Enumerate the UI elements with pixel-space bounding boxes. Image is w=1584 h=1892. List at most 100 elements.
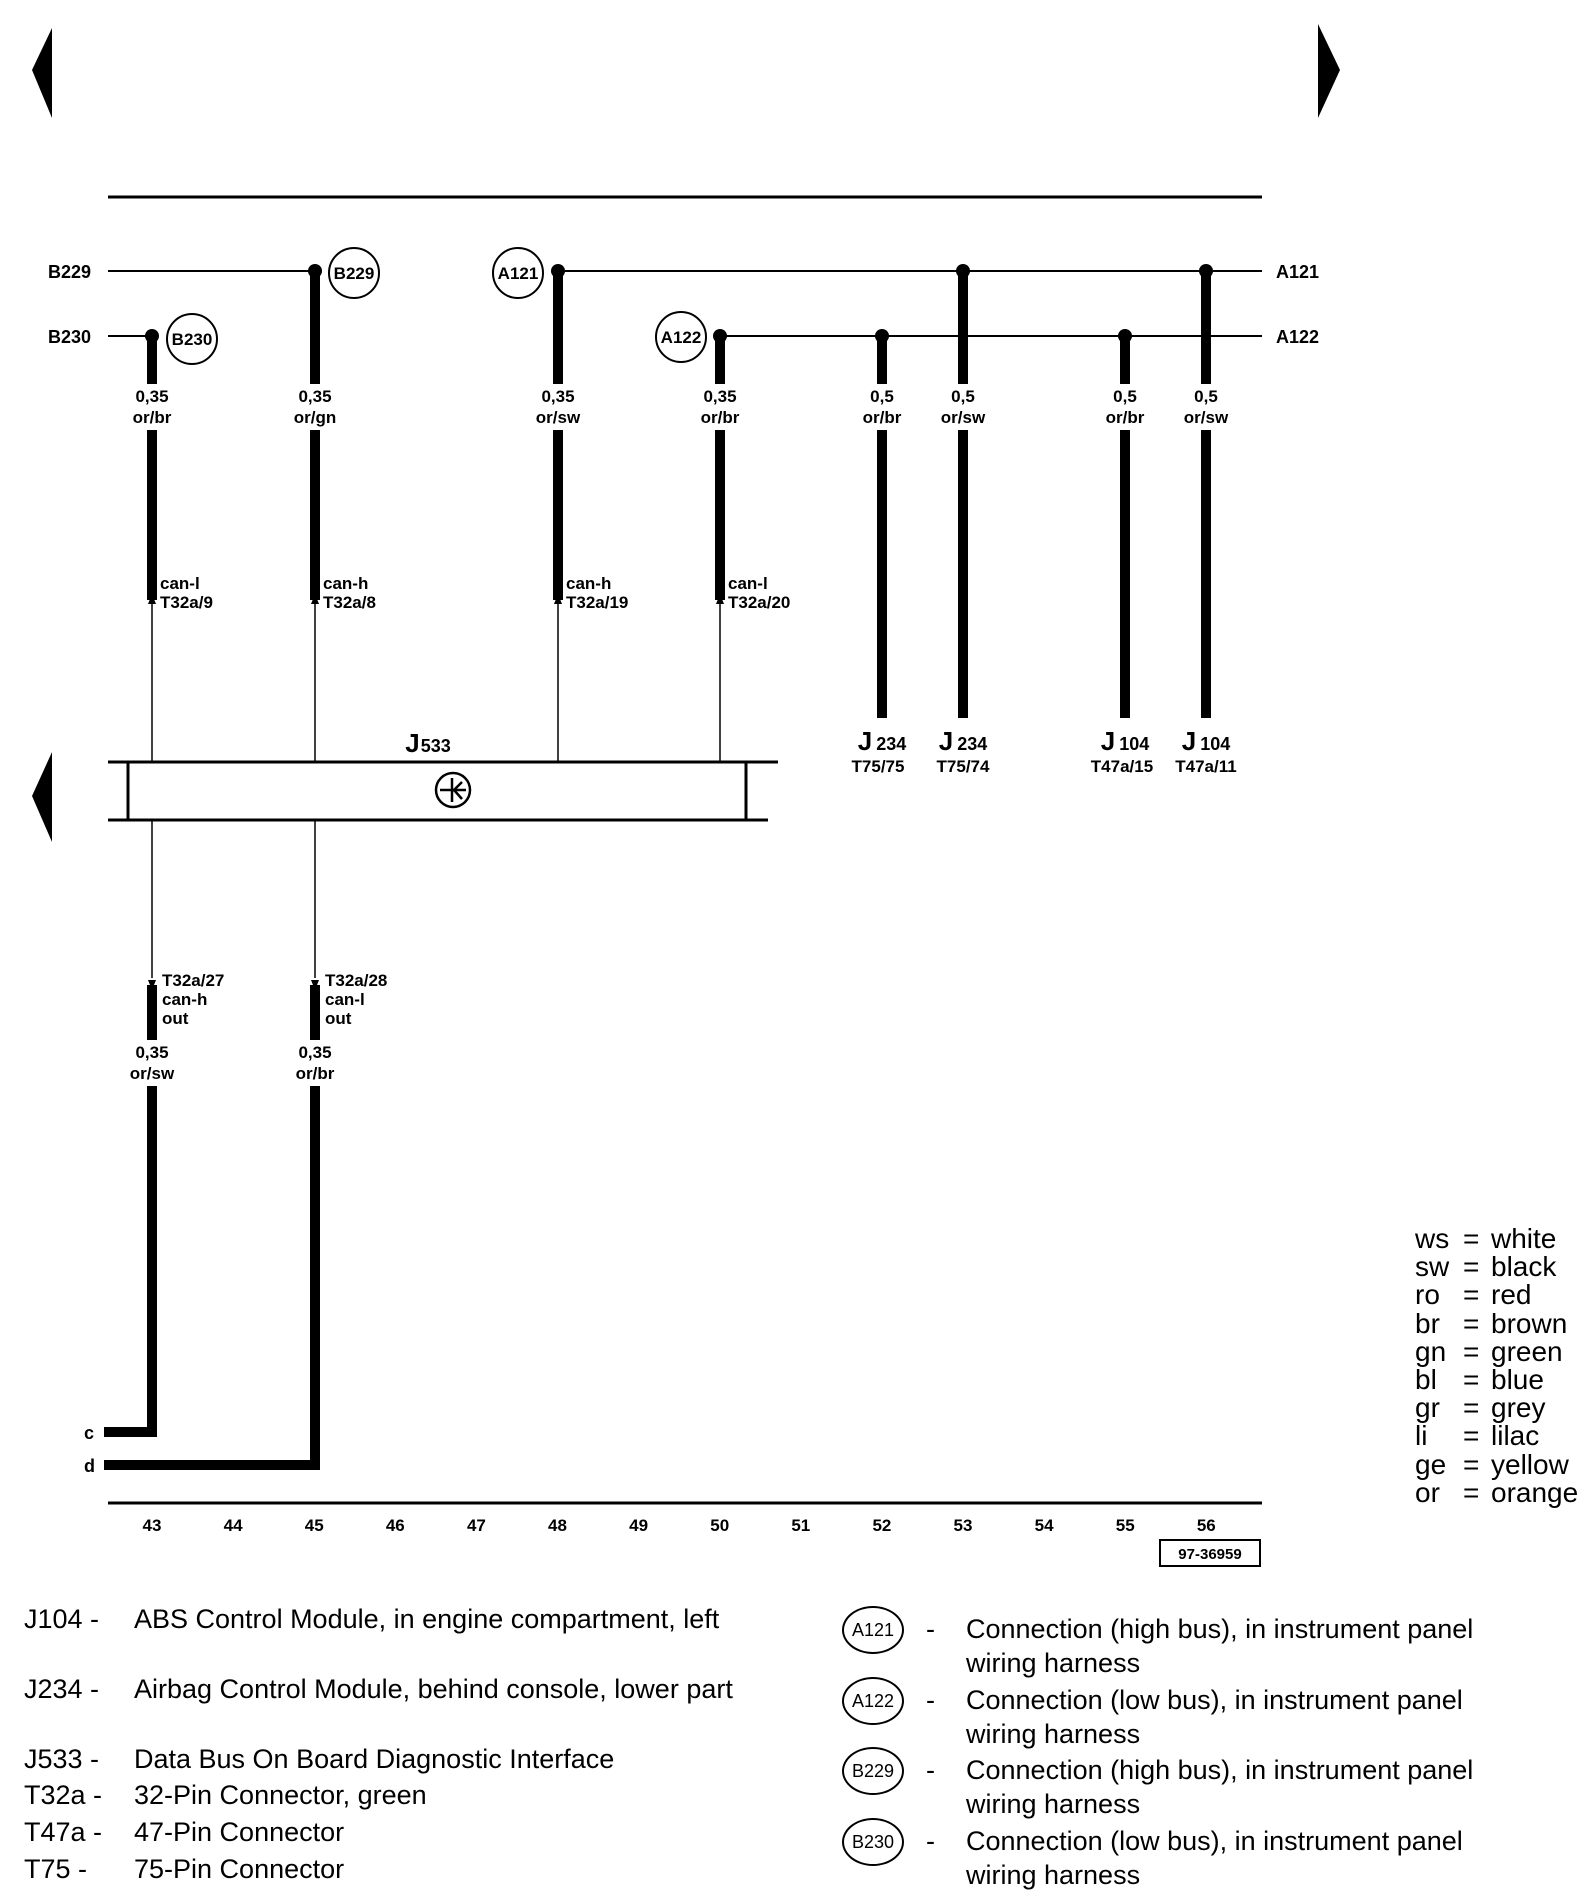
svg-text:J104: J104 (1101, 726, 1150, 756)
connection-legend-circle: A121 (842, 1606, 904, 1654)
svg-text:B229: B229 (334, 264, 375, 283)
grid-number: 53 (954, 1516, 973, 1535)
grid-number: 49 (629, 1516, 648, 1535)
color-legend-name: yellow (1491, 1448, 1569, 1480)
svg-text:or/br: or/br (863, 408, 902, 427)
component-legend-desc: 75-Pin Connector (134, 1854, 345, 1884)
svg-text:0,35: 0,35 (298, 387, 331, 406)
color-legend-eq: = (1463, 1279, 1480, 1311)
color-legend-name: orange (1491, 1476, 1579, 1508)
component-legend-id: J533 - (24, 1744, 100, 1774)
color-legend-row: ws=white (1415, 1225, 1556, 1253)
grid-number: 55 (1116, 1516, 1135, 1535)
arrow-up-icon (148, 594, 156, 604)
color-legend-code: br (1415, 1307, 1440, 1339)
color-legend-name: blue (1491, 1364, 1544, 1395)
color-legend-code: ge (1415, 1448, 1447, 1480)
component-legend-id: T47a - (24, 1817, 103, 1847)
color-legend-code: li (1415, 1420, 1428, 1452)
prev-page-arrow-icon[interactable] (32, 28, 52, 118)
module-j533: J533 (108, 728, 778, 822)
color-legend-eq: = (1463, 1420, 1480, 1452)
wire-label-55: 0,5 or/br (1097, 384, 1153, 430)
color-legend-code: or (1415, 1476, 1440, 1508)
connection-legend-dash: - (926, 1684, 935, 1715)
next-page-arrow-icon[interactable] (1318, 24, 1340, 118)
connector-a122: A122 (655, 311, 707, 363)
svg-text:J234: J234 (858, 726, 907, 756)
connection-legend-circle: B229 (842, 1747, 904, 1795)
wire-label-43: 0,35 or/br (124, 384, 180, 430)
color-legend-code: sw (1415, 1251, 1450, 1283)
svg-text:or/gn: or/gn (294, 408, 337, 427)
color-legend-row: gr=grey (1415, 1394, 1545, 1422)
component-legend-id: T75 - (24, 1854, 88, 1884)
svg-text:0,5: 0,5 (1194, 387, 1218, 406)
color-legend-name: grey (1491, 1392, 1546, 1424)
grid-number: 50 (710, 1516, 729, 1535)
color-legend-code: gr (1415, 1392, 1440, 1424)
color-legend-row: sw=black (1415, 1253, 1556, 1281)
arrow-up-icon (311, 594, 319, 604)
svg-text:B230: B230 (172, 330, 213, 349)
grid-number: 48 (548, 1516, 567, 1535)
svg-text:0,35: 0,35 (135, 387, 168, 406)
color-legend-row: li=lilac (1415, 1422, 1539, 1450)
svg-text:T32a/8: T32a/8 (323, 593, 376, 612)
svg-text:0,35: 0,35 (703, 387, 736, 406)
wire-label-45: 0,35 or/gn (287, 384, 343, 430)
svg-text:J104: J104 (1182, 726, 1231, 756)
svg-text:A122: A122 (661, 328, 702, 347)
junction-dot (1118, 329, 1132, 343)
svg-text:or/br: or/br (701, 408, 740, 427)
out-pin-label-43: T32a/27 can-h out (158, 970, 238, 1030)
color-legend-code: ro (1415, 1279, 1440, 1311)
connection-legend-desc: Connection (low bus), in instrument pane… (966, 1684, 1463, 1749)
arrow-up-icon (716, 594, 724, 604)
svg-text:J234: J234 (939, 726, 988, 756)
connection-legend-dash: - (926, 1755, 935, 1785)
connector-a121: A121 (492, 247, 544, 299)
grid-number: 54 (1035, 1516, 1054, 1535)
connection-legend-dash: - (926, 1825, 935, 1856)
svg-text:97-36959: 97-36959 (1178, 1546, 1241, 1563)
color-legend-name: red (1491, 1279, 1532, 1311)
color-legend-eq: = (1463, 1335, 1480, 1367)
svg-text:0,5: 0,5 (951, 387, 975, 406)
color-legend-eq: = (1463, 1251, 1480, 1283)
svg-text:or/sw: or/sw (1184, 408, 1229, 427)
component-legend-id: J234 - (24, 1674, 100, 1704)
junction-dot (1199, 264, 1213, 278)
svg-text:T47a/11: T47a/11 (1175, 757, 1236, 776)
out-wire-label-45: 0,35 or/br (287, 1040, 343, 1086)
grid-number: 51 (791, 1516, 810, 1535)
color-legend-name: white (1491, 1223, 1557, 1254)
component-legend-desc: 47-Pin Connector (134, 1817, 345, 1847)
junction-dot (956, 264, 970, 278)
out-pin-label-45: T32a/28 can-l out (321, 970, 401, 1030)
svg-text:out: out (162, 1009, 189, 1028)
pin-label-50: can-l T32a/20 (728, 574, 790, 612)
color-legend-code: ws (1415, 1223, 1450, 1254)
svg-text:or/br: or/br (1106, 408, 1145, 427)
figure-reference: 97-36959 (1159, 1539, 1261, 1567)
svg-text:can-l: can-l (728, 574, 768, 593)
wire-label-56: 0,5 or/sw (1178, 384, 1234, 430)
junction-dot (875, 329, 889, 343)
component-legend-id: J104 - (24, 1604, 100, 1634)
connection-legend-desc: Connection (high bus), in instrument pan… (966, 1755, 1474, 1819)
svg-text:A121: A121 (498, 264, 539, 283)
bus-label-b230: B230 (48, 327, 91, 347)
connector-b229: B229 (328, 247, 380, 299)
prev-page-arrow-icon-lower[interactable] (32, 752, 52, 842)
color-legend-eq: = (1463, 1448, 1480, 1480)
color-legend-eq: = (1463, 1476, 1480, 1508)
svg-text:or/sw: or/sw (941, 408, 986, 427)
pin-label-45: can-h T32a/8 (323, 574, 376, 612)
svg-text:T32a/19: T32a/19 (566, 593, 628, 612)
